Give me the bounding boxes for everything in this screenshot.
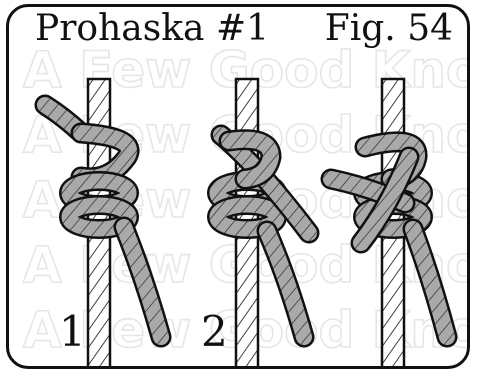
- diagram-title: Prohaska #1: [35, 11, 269, 47]
- figure-label: Fig. 54: [325, 11, 453, 47]
- step-label-1: 1: [59, 311, 86, 353]
- diagram-frame: A Few Good Knots A Few Good Knots A Few …: [6, 4, 470, 369]
- step-label-2: 2: [201, 311, 228, 353]
